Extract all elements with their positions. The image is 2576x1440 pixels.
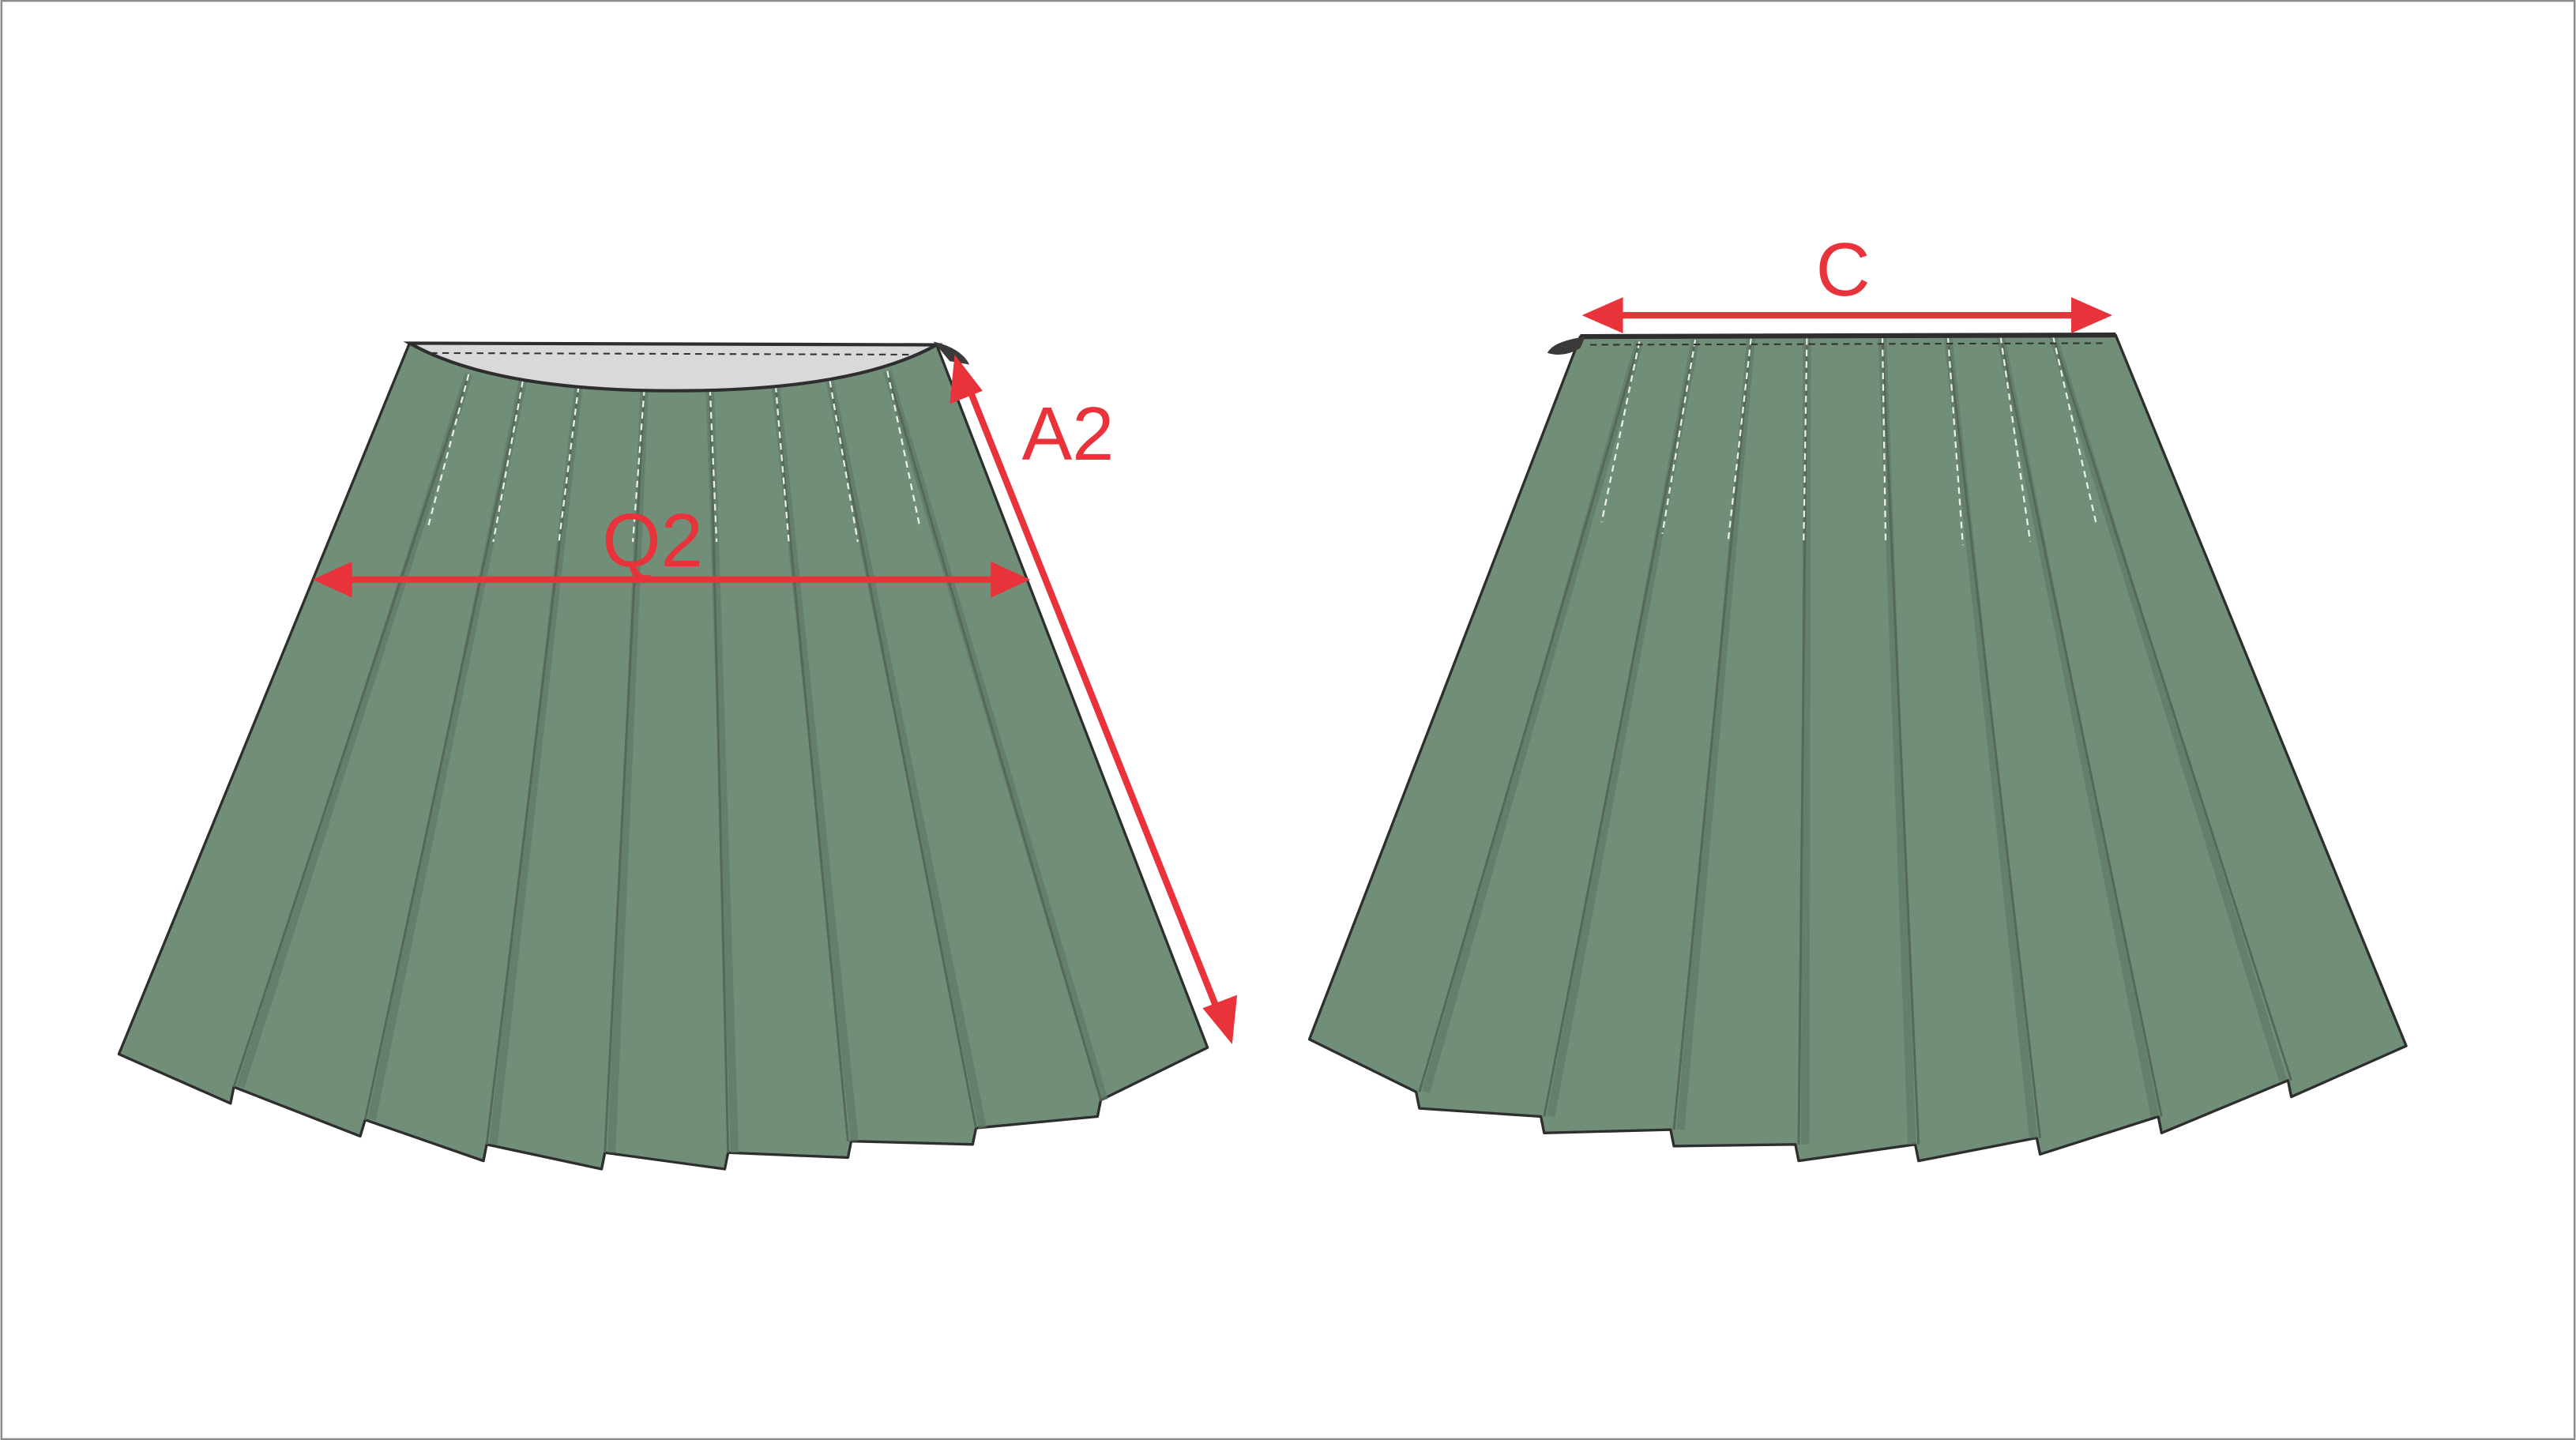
- measurement-c: C: [1581, 227, 2112, 333]
- a2-arrow-line: [963, 379, 1224, 1020]
- measurement-a2: A2: [950, 354, 1238, 1045]
- q2-arrowhead-left: [312, 561, 352, 598]
- c-arrowhead-right: [2071, 297, 2112, 333]
- waist-stitch-right: [1589, 342, 2106, 346]
- a2-arrowhead-top: [950, 354, 983, 404]
- waist-stitch-left: [431, 352, 920, 356]
- pleat-lines-left: [232, 370, 1108, 1153]
- skirt-back-view: [1307, 332, 2408, 1163]
- waist-tab-left: [933, 341, 970, 365]
- waist-tab-right: [1547, 337, 1585, 355]
- c-arrowhead-left: [1581, 297, 1623, 333]
- waistband-right: [1580, 332, 2116, 340]
- q2-arrowhead-right: [991, 561, 1031, 598]
- measurement-q2: Q2: [312, 498, 1031, 598]
- c-label: C: [1816, 227, 1871, 312]
- a2-label: A2: [1021, 392, 1114, 476]
- a2-arrowhead-bottom: [1202, 994, 1238, 1045]
- q2-label: Q2: [602, 498, 703, 583]
- skirt-body-left: [117, 341, 1209, 1171]
- pleat-lines-right: [1418, 335, 2292, 1145]
- skirt-front-view: [117, 341, 1209, 1171]
